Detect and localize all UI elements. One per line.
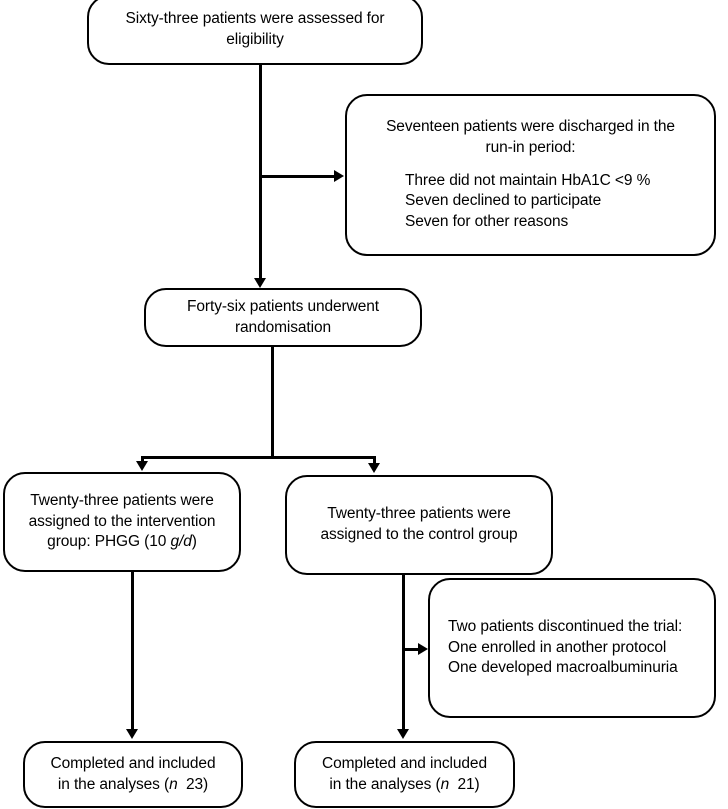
node-control-group[interactable]: Twenty-three patients were assigned to t…: [285, 475, 553, 575]
arrowhead-to-discontinued: [418, 642, 428, 655]
connector-control-to-discontinued: [402, 648, 419, 651]
node-intervention-dose-suffix: ): [191, 533, 197, 551]
completed-intervention-n-value: 23): [177, 775, 209, 793]
completed-control-n-prefix: in the analyses (: [329, 775, 441, 793]
completed-control-n-symbol: n: [440, 775, 450, 793]
node-intervention-line-3: group: PHGG (10 g/d): [15, 532, 229, 553]
node-completed-control[interactable]: Completed and included in the analyses (…: [294, 741, 515, 808]
node-intervention-dose-unit: g/d: [170, 533, 192, 551]
node-discontinued-line-1: Two patients discontinued the trial:: [448, 618, 683, 636]
node-completed-control-line-2: in the analyses (n 21): [306, 775, 503, 796]
node-runin-reason-1: Three did not maintain HbA1C <9 %: [405, 171, 651, 189]
node-completed-intervention-line-1: Completed and included: [50, 754, 216, 772]
node-eligibility[interactable]: Sixty-three patients were assessed for e…: [87, 0, 423, 65]
node-intervention-line-2: assigned to the intervention: [28, 512, 216, 530]
node-discontinued-line-2: One enrolled in another protocol: [448, 638, 667, 656]
completed-control-n-value: 21): [449, 775, 480, 793]
arrowhead-to-control: [368, 463, 380, 473]
node-control-line-1: Twenty-three patients were: [327, 505, 511, 523]
node-eligibility-line-2: eligibility: [226, 31, 284, 48]
node-control-line-2: assigned to the control group: [320, 526, 518, 543]
node-completed-control-line-1: Completed and included: [322, 754, 487, 772]
arrowhead-to-completed-intervention: [125, 729, 138, 739]
completed-intervention-n-prefix: in the analyses (: [57, 775, 170, 793]
connector-intervention-to-completed: [131, 572, 134, 730]
connector-randomisation-split: [141, 456, 375, 459]
node-randomisation-line-1: Forty-six patients underwent: [187, 297, 379, 315]
node-runin-exclusions[interactable]: Seventeen patients were discharged in th…: [345, 94, 716, 256]
connector-eligibility-to-randomisation: [259, 65, 262, 279]
node-runin-reason-3: Seven for other reasons: [405, 212, 569, 230]
node-randomisation-line-2: randomisation: [234, 318, 332, 336]
connector-split-left: [141, 456, 144, 464]
connector-control-to-completed: [402, 575, 405, 730]
node-intervention-group[interactable]: Twenty-three patients were assigned to t…: [3, 472, 241, 572]
node-randomisation[interactable]: Forty-six patients underwent randomisati…: [144, 288, 422, 347]
node-intervention-dose-prefix: group: PHGG (10: [47, 533, 171, 551]
completed-intervention-n-symbol: n: [169, 775, 178, 793]
arrowhead-to-runin: [334, 169, 344, 182]
node-discontinued[interactable]: Two patients discontinued the trial: One…: [428, 578, 716, 718]
arrowhead-to-randomisation: [253, 278, 266, 288]
node-runin-line-1: Seventeen patients were discharged in th…: [386, 118, 675, 136]
connector-randomisation-trunk: [271, 347, 274, 458]
connector-eligibility-to-runin: [259, 175, 335, 178]
arrowhead-to-completed-control: [396, 729, 409, 739]
node-intervention-line-1: Twenty-three patients were: [30, 492, 214, 510]
connector-split-right: [373, 456, 376, 464]
node-eligibility-line-1: Sixty-three patients were assessed for: [125, 10, 385, 28]
node-completed-intervention-line-2: in the analyses (n 23): [35, 775, 231, 796]
node-completed-intervention[interactable]: Completed and included in the analyses (…: [23, 741, 243, 808]
arrowhead-to-intervention: [136, 461, 148, 471]
node-discontinued-line-3: One developed macroalbuminuria: [448, 659, 678, 677]
node-runin-line-2: run-in period:: [485, 139, 576, 157]
node-runin-reason-2: Seven declined to participate: [405, 192, 602, 210]
